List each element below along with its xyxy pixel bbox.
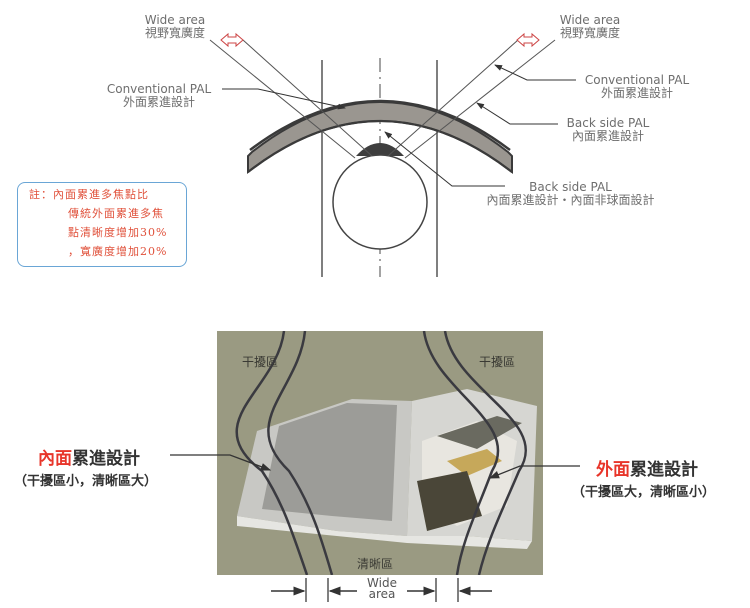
note-line-4: ，寬廣度增加20% [68,245,168,258]
lens-eye-diagram [209,32,576,277]
conventional-left-zh: 外面累進設計 [122,95,195,109]
backside-right-en: Back side PAL [566,116,650,130]
wide-area-right-zh: 視野寬廣度 [559,26,620,40]
book-illustration [235,331,537,575]
inner-pal-title: 內面累進設計 [38,444,140,469]
backside-right-zh: 內面累進設計 [571,129,644,143]
wide-area-right-en: Wide area [559,13,621,27]
backside-pal-right-label: Back side PAL 內面累進設計 [558,117,658,143]
backside-bottom-en: Back side PAL [529,180,612,194]
wide-area-bottom-label: Wide area [360,576,404,601]
eye-circle [332,154,428,250]
conventional-left-en: Conventional PAL [106,82,212,96]
note-box: 註：內面累進多焦點比 傳統外面累進多焦 點清晰度增加30% ，寬廣度增加20% [17,182,187,267]
double-arrow-left-icon [220,32,244,48]
inner-pal-title-rest: 累進設計 [72,449,140,469]
wide-area-bottom-line1: Wide [367,576,397,590]
wide-area-bottom-line2: area [368,587,396,601]
note-line-1: 註：內面累進多焦點比 [29,188,149,201]
conventional-pal-right-label: Conventional PAL 外面累進設計 [578,74,696,100]
wide-area-right-label: Wide area 視野寬廣度 [545,14,635,40]
double-arrow-right-icon [516,32,540,48]
outer-pal-subtitle: （干擾區大，清晰區小） [572,485,716,500]
conventional-right-zh: 外面累進設計 [600,86,673,100]
inner-pal-subtitle: （干擾區小，清晰區大） [14,474,158,489]
inner-pal-title-red: 內面 [38,449,72,469]
interference-zone-right: 干擾區 [479,355,516,369]
outer-pal-title-rest: 累進設計 [630,460,698,480]
wide-area-left-en: Wide area [144,13,206,27]
backside-bottom-zh: 內面累進設計・內面非球面設計 [486,193,655,207]
note-line-2: 傳統外面累進多焦 [68,207,164,220]
outer-pal-title: 外面累進設計 [596,455,698,480]
conventional-pal-left-label: Conventional PAL 外面累進設計 [98,83,220,109]
backside-pal-bottom-label: Back side PAL 內面累進設計・內面非球面設計 [468,181,673,207]
note-line-3: 點清晰度增加30% [68,226,168,239]
outer-pal-title-red: 外面 [596,460,630,480]
conventional-right-en: Conventional PAL [584,73,690,87]
reading-book-photo: 干擾區 干擾區 清晰區 [217,331,543,575]
interference-zone-left: 干擾區 [242,355,279,369]
clear-zone: 清晰區 [357,557,394,571]
wide-area-left-label: Wide area 視野寬廣度 [130,14,220,40]
wide-area-left-zh: 視野寬廣度 [144,26,205,40]
